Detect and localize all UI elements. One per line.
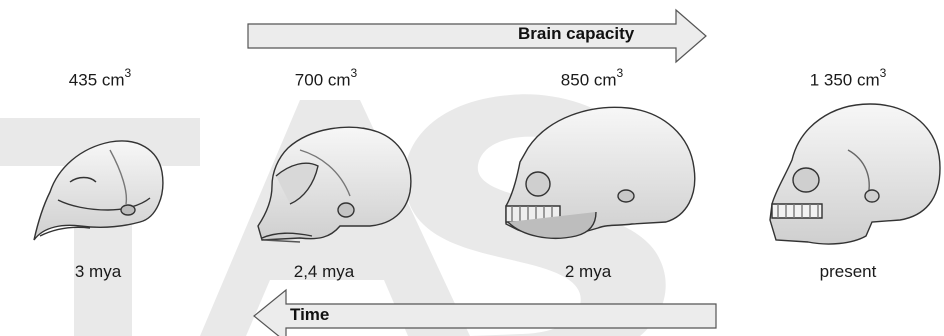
specimen-2-volume: 700 cm3: [295, 68, 357, 91]
specimen-1-volume: 435 cm3: [69, 68, 131, 91]
specimen-2-age: 2,4 mya: [294, 262, 354, 282]
brain-capacity-label: Brain capacity: [518, 24, 634, 44]
specimen-3-age: 2 mya: [565, 262, 611, 282]
time-label: Time: [290, 305, 329, 325]
specimen-4-volume: 1 350 cm3: [810, 68, 887, 91]
specimen-4-age: present: [820, 262, 877, 282]
specimen-1-age: 3 mya: [75, 262, 121, 282]
specimen-3-volume: 850 cm3: [561, 68, 623, 91]
brain-capacity-arrow: [248, 10, 706, 62]
